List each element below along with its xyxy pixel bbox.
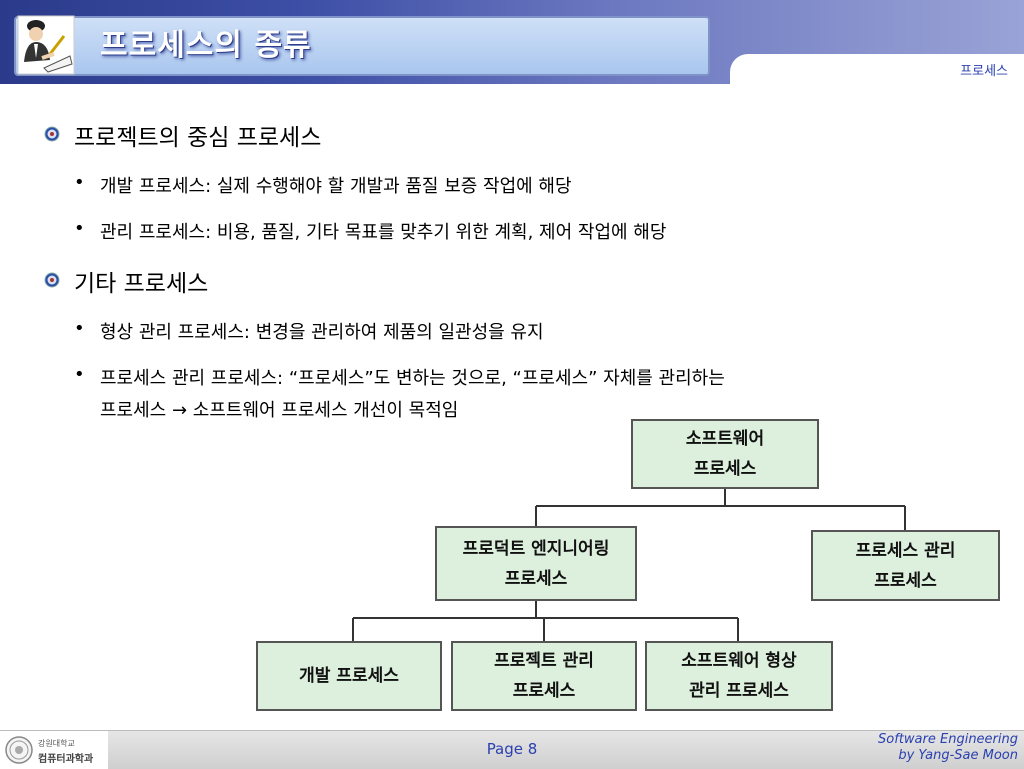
node-line: 프로세스: [693, 459, 757, 479]
node-process-management: 프로세스 관리 프로세스: [811, 530, 1000, 601]
bullet-seal-icon: [44, 272, 60, 288]
node-line: 프로세스: [512, 681, 576, 701]
credit-course: Software Engineering: [878, 732, 1018, 747]
writer-figure-icon: [17, 15, 75, 75]
node-line: 개발 프로세스: [299, 666, 399, 686]
bullet-text: 프로젝트의 중심 프로세스: [74, 125, 322, 151]
university-seal-icon: [5, 736, 33, 764]
sub-bullet-text: 관리 프로세스: 비용, 품질, 기타 목표를 맞추기 위한 계획, 제어 작업…: [100, 222, 667, 243]
page-number: Page 8: [486, 740, 538, 758]
sub-bullet-text: 프로세스 관리 프로세스: “프로세스”도 변하는 것으로, “프로세스” 자체…: [100, 368, 725, 389]
bullet-seal-icon: [44, 126, 60, 142]
node-line: 프로세스 관리: [855, 540, 956, 561]
sub-bullet-text: 개발 프로세스: 실제 수행해야 할 개발과 품질 보증 작업에 해당: [100, 176, 572, 197]
node-line: 프로세스: [874, 570, 937, 591]
page-title: 프로세스의 종류: [100, 28, 312, 63]
footer-university: 강원대학교: [38, 739, 75, 748]
bullet-dot: •: [74, 364, 85, 385]
credit-author: by Yang-Sae Moon: [898, 748, 1018, 763]
section-label: 프로세스: [960, 64, 1008, 79]
node-line: 소프트웨어 형상: [681, 651, 797, 671]
bullet-dot: •: [74, 172, 85, 193]
slide-footer: 강원대학교 컴퓨터과학과: [0, 730, 1024, 769]
footer-department: 컴퓨터과학과: [38, 754, 94, 765]
node-line: 프로덕트 엔지니어링: [462, 538, 610, 559]
header-tab: [730, 54, 1024, 86]
sub-bullet-text-continued: 프로세스 → 소프트웨어 프로세스 개선이 목적임: [100, 400, 459, 421]
node-software-process: 소프트웨어 프로세스: [631, 419, 819, 489]
node-development-process: 개발 프로세스: [256, 641, 442, 711]
node-line: 프로세스: [504, 568, 568, 589]
bullet-text: 기타 프로세스: [74, 271, 209, 297]
node-line: 관리 프로세스: [689, 681, 789, 701]
node-line: 소프트웨어: [685, 429, 765, 449]
sub-bullet-text: 형상 관리 프로세스: 변경을 관리하여 제품의 일관성을 유지: [100, 322, 544, 343]
bullet-dot: •: [74, 218, 85, 239]
title-box: [14, 16, 710, 76]
footer-logo: 강원대학교 컴퓨터과학과: [0, 731, 108, 769]
node-product-engineering: 프로덕트 엔지니어링 프로세스: [435, 526, 637, 601]
node-project-management: 프로젝트 관리 프로세스: [451, 641, 637, 711]
slide-header: 프로세스의 종류 프로세스: [0, 0, 1024, 86]
bullet-dot: •: [74, 318, 85, 339]
node-config-management: 소프트웨어 형상 관리 프로세스: [645, 641, 833, 711]
footer-credit: Software Engineering by Yang-Sae Moon: [878, 732, 1018, 764]
node-line: 프로젝트 관리: [494, 651, 594, 671]
